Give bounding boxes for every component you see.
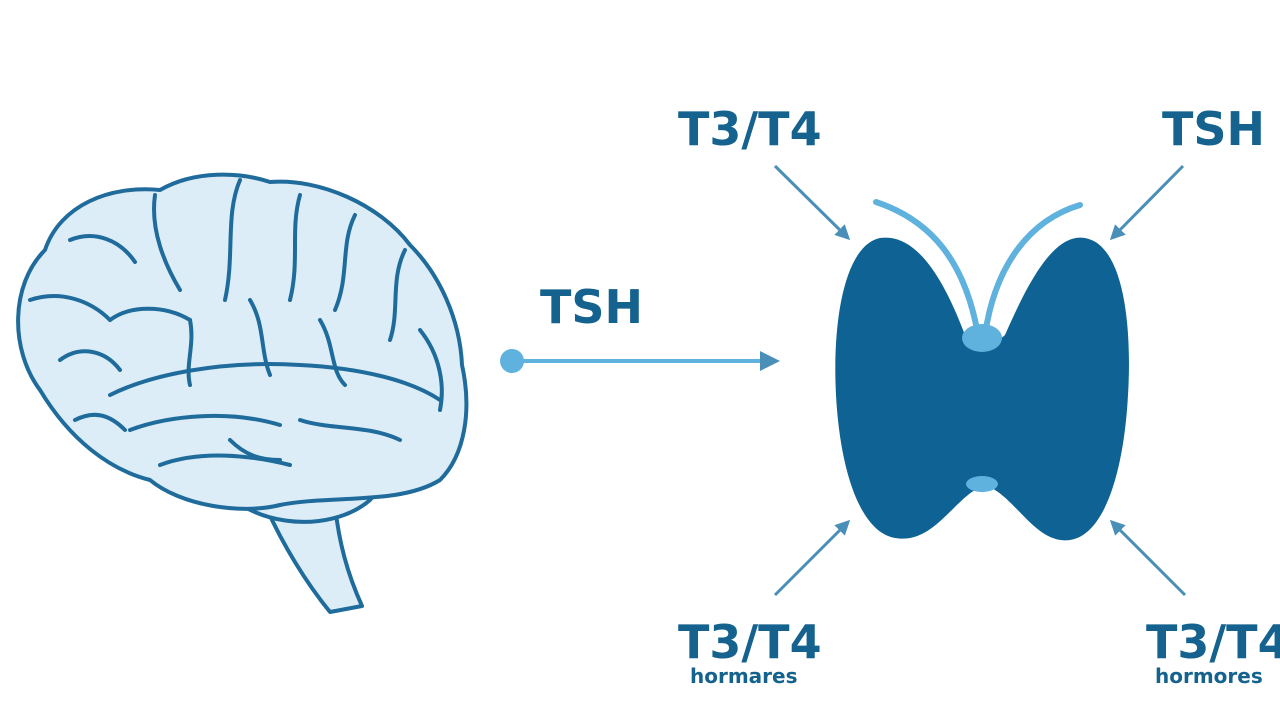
brain-icon (16, 172, 469, 614)
arrow-top-left (773, 164, 851, 241)
thyroid-isthmus-top (962, 324, 1002, 352)
label-t3t4-top-left: T3/T4 (678, 102, 822, 156)
arrow-bottom-right (1109, 519, 1187, 597)
arrow-bottom-left (773, 519, 851, 597)
label-tsh-center: TSH (540, 280, 644, 334)
vessel-right (982, 202, 1083, 338)
vessel-left (873, 199, 981, 338)
thyroid-gland-icon (835, 199, 1129, 541)
thyroid-body (835, 237, 1129, 541)
tsh-connector (500, 349, 780, 373)
label-hormones-bottom-left: hormares (690, 664, 798, 688)
cerebrum (16, 172, 469, 511)
hormone-arrows (773, 164, 1187, 597)
label-t3t4-bottom-right: T3/T4 (1146, 615, 1280, 669)
label-hormones-bottom-right: hormores (1155, 664, 1263, 688)
brainstem (260, 494, 364, 614)
arrow-top-right (1109, 164, 1185, 241)
label-tsh-top-right: TSH (1162, 102, 1266, 156)
label-t3t4-bottom-left: T3/T4 (678, 615, 822, 669)
thyroid-isthmus-bottom (966, 476, 998, 492)
brain-folds (28, 178, 444, 467)
